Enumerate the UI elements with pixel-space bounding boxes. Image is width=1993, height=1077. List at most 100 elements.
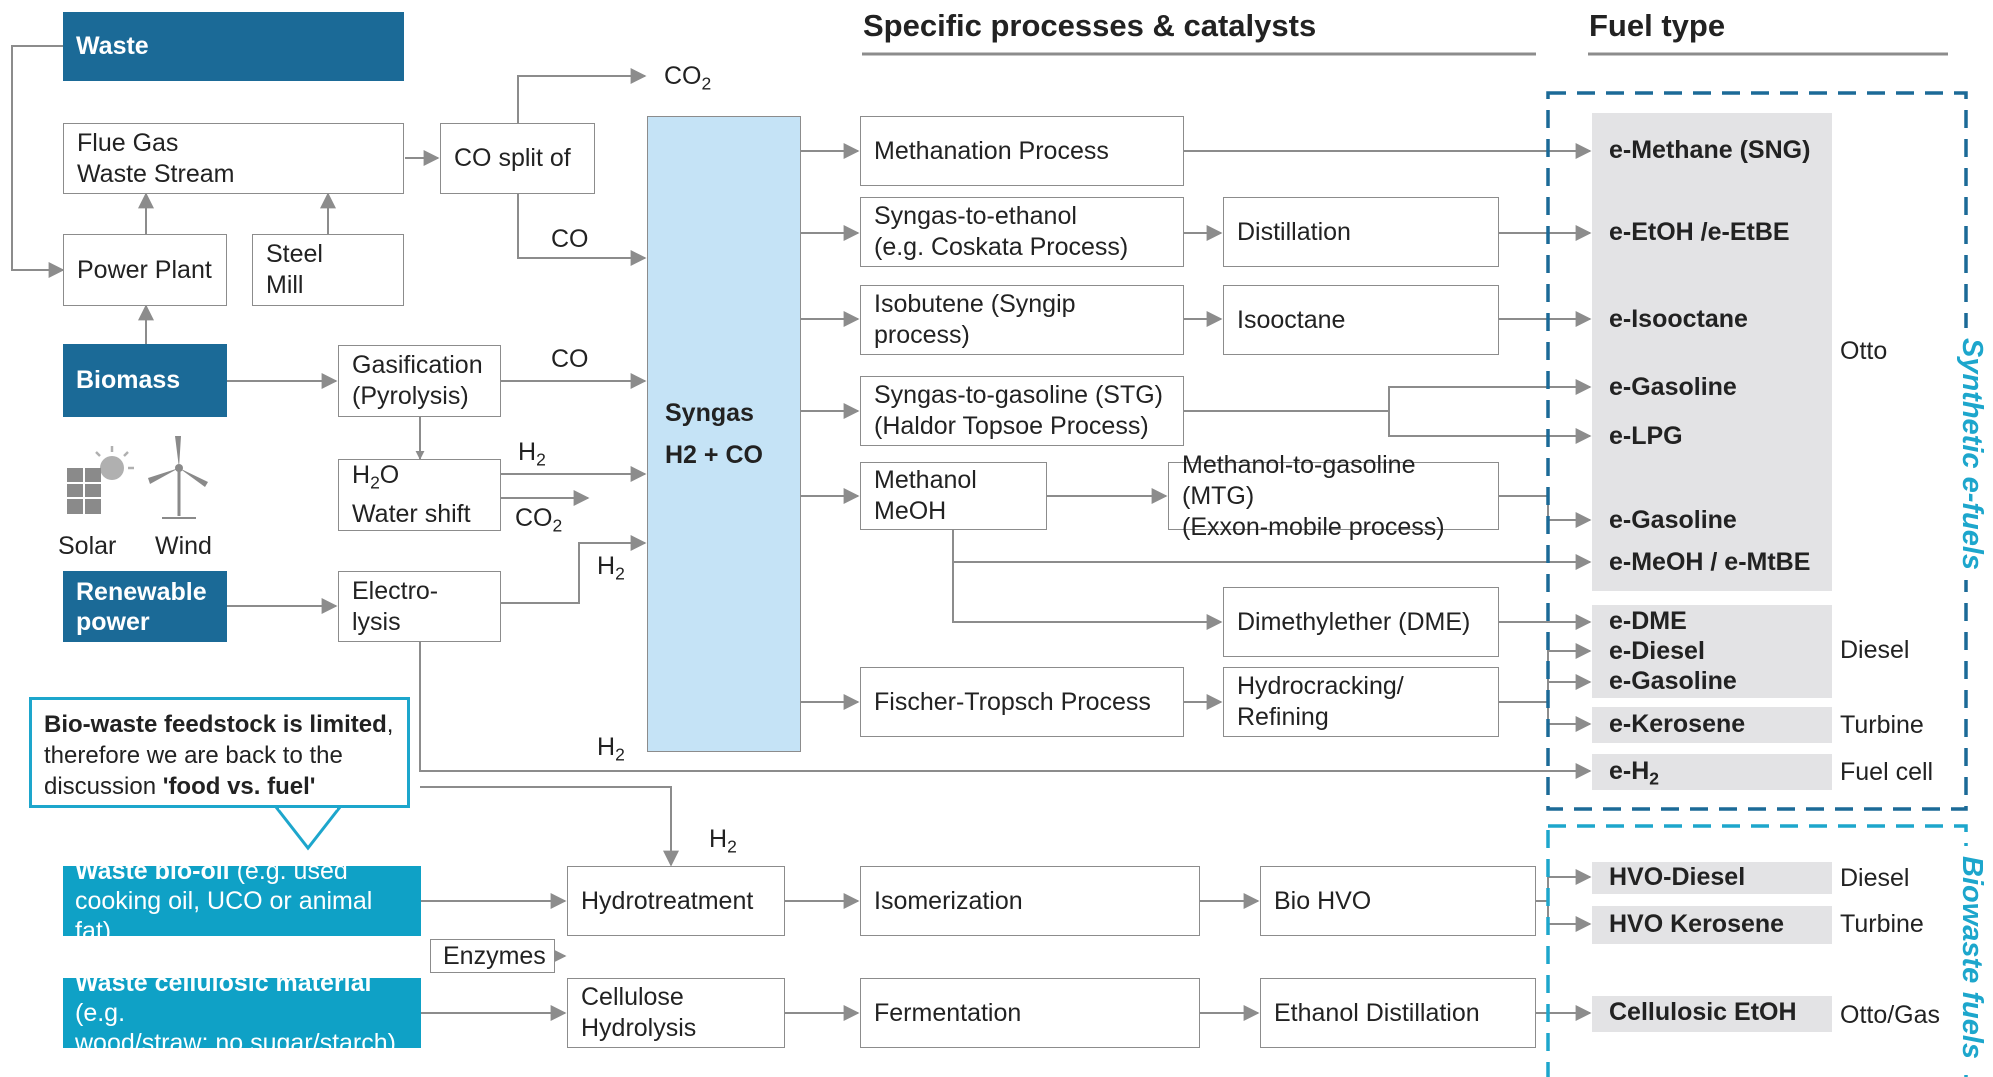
fuel-e-gasoline-1: e-Gasoline <box>1609 373 1737 401</box>
cellulose-line-1: Cellulose <box>581 983 684 1011</box>
gasification-line-2: (Pyrolysis) <box>352 382 469 410</box>
waste-bio-oil-box: Waste bio-oil (e.g. used cooking oil, UC… <box>63 857 421 945</box>
flue-gas-box: Flue Gas Waste Stream <box>63 123 404 194</box>
ethanol-distillation-box: Ethanol Distillation <box>1260 978 1536 1048</box>
wind-turbine-icon <box>148 436 208 519</box>
fuel-e-dme: e-DME <box>1609 607 1687 635</box>
ethanol-distillation-label: Ethanol Distillation <box>1274 998 1480 1027</box>
fuel-hvo-diesel: HVO-Diesel <box>1609 863 1746 891</box>
gasification-box: Gasification (Pyrolysis) <box>338 345 501 417</box>
bio-hvo-box: Bio HVO <box>1260 866 1536 936</box>
fuel-e-kerosene: e-Kerosene <box>1609 710 1746 738</box>
cellulose-hydrolysis-box: Cellulose Hydrolysis <box>567 978 785 1048</box>
mtg-line-2: (Exxon-mobile process) <box>1182 512 1445 541</box>
fuel-e-diesel: e-Diesel <box>1609 637 1705 665</box>
stoe-line-1: Syngas-to-ethanol <box>874 202 1077 230</box>
fuel-bg-kerosene <box>1592 707 1832 743</box>
stg-box: Syngas-to-gasoline (STG) (Haldor Topsoe … <box>860 376 1184 446</box>
bio-hvo-label: Bio HVO <box>1274 886 1372 915</box>
fuel-bg-cellulosic <box>1592 996 1832 1032</box>
cellulosic-line-1: Waste cellulosic material (e.g. <box>75 969 372 1027</box>
renewable-power-box: Renewable power <box>63 571 227 642</box>
fuel-bg-diesel <box>1592 605 1832 698</box>
food-vs-fuel-callout: Bio-waste feedstock is limited, therefor… <box>29 697 410 808</box>
h2-label-hydrotreatment: H2 <box>709 825 737 857</box>
steel-mill-box: Steel Mill <box>252 234 404 306</box>
syngas-box: Syngas H2 + CO <box>647 116 801 752</box>
water-shift-line: Water shift <box>352 499 471 528</box>
isobutene-label: Isobutene (Syngip process) <box>874 290 1076 349</box>
electrolysis-line-1: Electro- <box>352 576 439 605</box>
biomass-label: Biomass <box>76 366 181 394</box>
gasification-line-1: Gasification <box>352 351 483 379</box>
fuel-cellulosic-etoh: Cellulosic EtOH <box>1609 998 1797 1026</box>
stoe-line-2: (e.g. Coskata Process) <box>874 233 1129 261</box>
h2-label-electrolysis: H2 <box>597 552 625 584</box>
bio-oil-line-1: Waste bio-oil (e.g. used <box>75 857 348 885</box>
biowaste-fuels-label: Biowaste fuels <box>1955 846 1988 1070</box>
flue-gas-line-1: Flue Gas <box>77 128 179 157</box>
isobutene-box: Isobutene (Syngip process) <box>860 285 1184 355</box>
solar-label: Solar <box>58 532 117 560</box>
isomerization-label: Isomerization <box>874 886 1023 915</box>
cellulosic-line-2: wood/straw; no sugar/starch) <box>75 1029 396 1057</box>
renewable-line-1: Renewable <box>76 577 207 606</box>
engine-diesel: Diesel <box>1840 636 1910 664</box>
co-label-split: CO <box>551 225 589 253</box>
fuel-e-isooctane: e-Isooctane <box>1609 305 1748 333</box>
co-label-gasification: CO <box>551 345 589 373</box>
hydrocracking-box: Hydrocracking/ Refining <box>1223 667 1499 737</box>
isooctane-label: Isooctane <box>1237 305 1346 334</box>
methanation-label: Methanation Process <box>874 136 1109 165</box>
fermentation-label: Fermentation <box>874 998 1022 1027</box>
mtg-box: Methanol-to-gasoline (MTG) (Exxon-mobile… <box>1168 451 1499 541</box>
fuel-e-h2: e-H2 <box>1609 757 1660 789</box>
syngas-to-ethanol-box: Syngas-to-ethanol (e.g. Coskata Process) <box>860 197 1184 267</box>
h2-label-shift: H2 <box>518 438 546 470</box>
water-shift-box: H2O Water shift <box>338 459 501 531</box>
distillation-label: Distillation <box>1237 217 1351 246</box>
fuel-e-methane: e-Methane (SNG) <box>1609 136 1811 164</box>
co2-label-shift: CO2 <box>515 504 563 536</box>
waste-cellulosic-box: Waste cellulosic material (e.g. wood/str… <box>63 969 421 1057</box>
waste-box: Waste <box>63 12 404 81</box>
fuel-bg-hvo-kerosene <box>1592 906 1832 944</box>
engine-diesel-hvo: Diesel <box>1840 864 1910 892</box>
h2o-line: H2O <box>352 461 400 493</box>
enzymes-box: Enzymes <box>430 939 555 973</box>
waste-label: Waste <box>76 32 149 60</box>
hydrocracking-line-1: Hydrocracking/ <box>1237 672 1404 700</box>
co-split-label: CO split of <box>454 144 571 172</box>
fischer-tropsch-box: Fischer-Tropsch Process <box>860 667 1184 737</box>
hydrocracking-line-2: Refining <box>1237 703 1329 731</box>
mtg-line-1: Methanol-to-gasoline (MTG) <box>1182 450 1416 510</box>
steel-line-2: Mill <box>266 271 304 299</box>
fermentation-box: Fermentation <box>860 978 1200 1048</box>
power-plant-label: Power Plant <box>77 255 212 284</box>
engine-turbine: Turbine <box>1840 711 1924 739</box>
stg-line-2: (Haldor Topsoe Process) <box>874 412 1149 440</box>
flue-gas-line-2: Waste Stream <box>77 159 235 188</box>
biomass-box: Biomass <box>63 344 227 417</box>
electrolysis-box: Electro- lysis <box>338 571 501 642</box>
co-split-box: CO split of <box>440 123 595 194</box>
callout-line-1: Bio-waste feedstock is limited, <box>44 711 394 738</box>
fischer-tropsch-label: Fischer-Tropsch Process <box>874 687 1151 716</box>
isooctane-box: Isooctane <box>1223 285 1499 355</box>
solar-icon <box>67 446 134 514</box>
h2-label-long: H2 <box>597 733 625 765</box>
co2-label-top: CO2 <box>664 62 712 94</box>
syngas-line-2: H2 + CO <box>665 441 763 469</box>
callout-line-3: discussion 'food vs. fuel' <box>44 773 316 800</box>
callout-line-2: therefore we are back to the <box>44 742 343 769</box>
fuel-type-header: Fuel type <box>1589 8 1726 43</box>
engine-fuel-cell: Fuel cell <box>1840 758 1934 786</box>
bio-oil-line-2: cooking oil, UCO or animal fat) <box>75 887 373 945</box>
synthetic-e-fuels-label: Synthetic e-fuels <box>1955 328 1988 581</box>
electrolysis-line-2: lysis <box>352 607 401 636</box>
engine-otto: Otto <box>1840 337 1888 365</box>
cellulose-line-2: Hydrolysis <box>581 1014 697 1042</box>
enzymes-label: Enzymes <box>443 941 546 970</box>
